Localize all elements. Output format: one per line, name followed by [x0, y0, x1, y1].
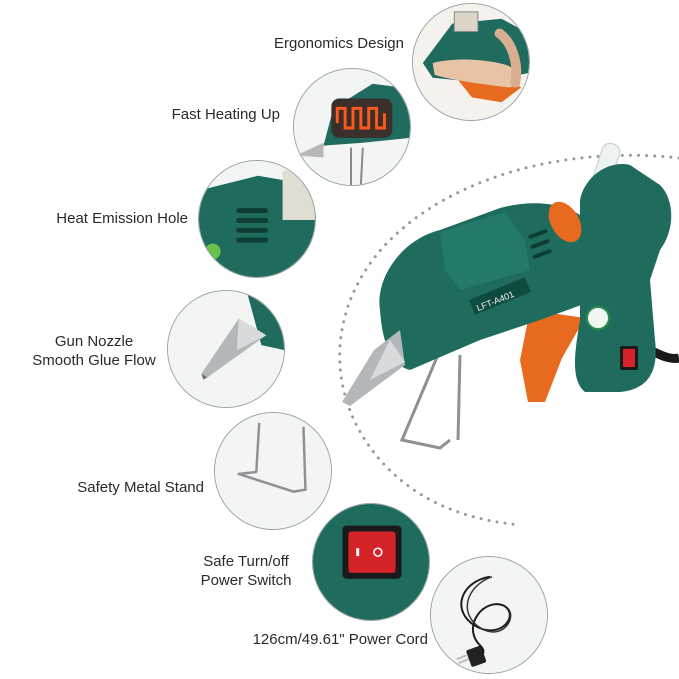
label-power-switch-line1: Safe Turn/off	[203, 553, 289, 570]
nozzle-detail-photo	[167, 290, 285, 408]
switch-detail-photo	[312, 503, 430, 621]
label-fast-heating: Fast Heating Up	[171, 106, 280, 123]
label-gun-nozzle-line1: Gun Nozzle	[54, 333, 134, 350]
glue-gun-product: LFT-A401	[342, 142, 679, 450]
label-heat-emission: Heat Emission Hole	[56, 210, 188, 227]
label-gun-nozzle: Gun Nozzle Smooth Glue Flow	[14, 332, 174, 370]
heat-emission-detail-photo	[198, 160, 316, 278]
label-power-switch: Safe Turn/off Power Switch	[186, 552, 306, 590]
cord-detail-photo	[430, 556, 548, 674]
label-power-cord: 126cm/49.61" Power Cord	[252, 631, 428, 648]
stand-detail-photo	[214, 412, 332, 530]
label-ergonomics: Ergonomics Design	[273, 35, 404, 52]
heating-detail-photo	[293, 68, 411, 186]
label-gun-nozzle-line2: Smooth Glue Flow	[32, 352, 156, 369]
label-safety-stand: Safety Metal Stand	[77, 479, 204, 496]
label-power-switch-line2: Power Switch	[200, 572, 292, 589]
ergonomics-detail-photo	[412, 3, 530, 121]
